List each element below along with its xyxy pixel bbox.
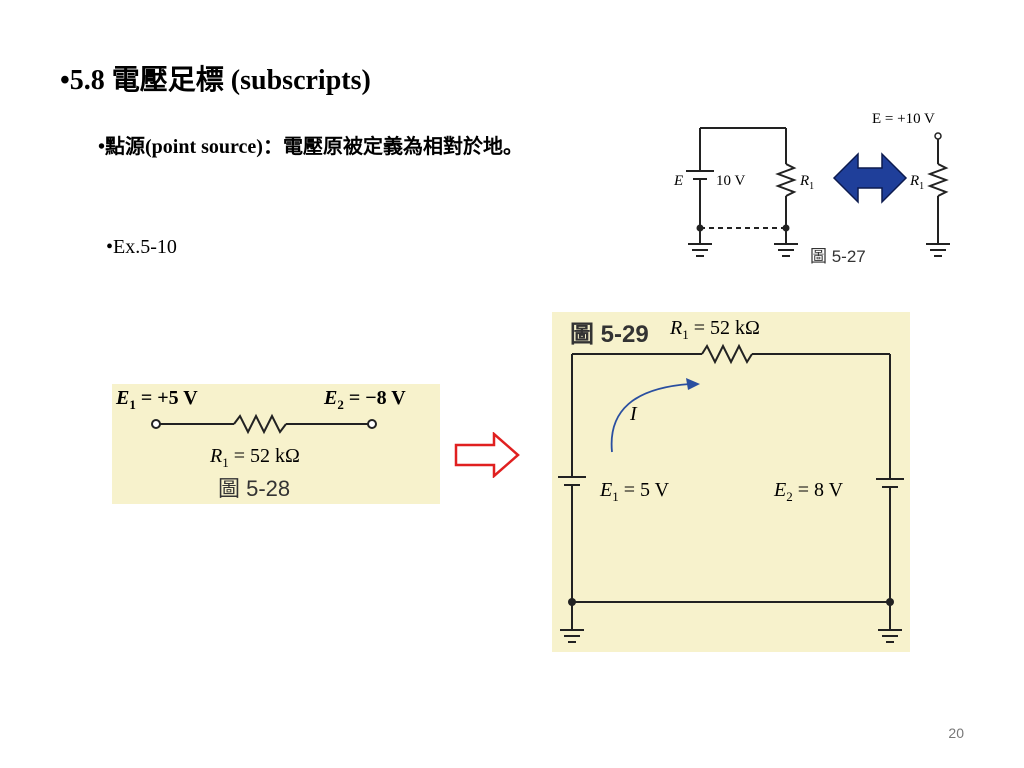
- fig28-label: 圖 5-28: [218, 476, 290, 501]
- fig28-e1: E1 = +5 V: [115, 387, 198, 412]
- fig27-resistor-left: R1: [799, 173, 814, 192]
- fig29-e1: E1 = 5 V: [599, 479, 670, 504]
- page-number: 20: [948, 725, 964, 741]
- fig27-source-label: E: [673, 173, 683, 189]
- fig27-label: 圖 5-27: [810, 247, 866, 266]
- fig29-e2: E2 = 8 V: [773, 479, 844, 504]
- fig29-r1: R1 = 52 kΩ: [669, 317, 760, 342]
- figure-5-28: E1 = +5 V E2 = −8 V R1 = 52 kΩ 圖 5-28: [112, 384, 440, 504]
- bullet-example: •Ex.5-10: [106, 236, 177, 258]
- fig27-battery-value: 10 V: [716, 173, 745, 189]
- fig29-label: 圖 5-29: [570, 321, 649, 348]
- figure-5-27: E 10 V R1 E = +10 V R1 圖 5-27: [673, 111, 950, 266]
- double-arrow-icon: [832, 152, 908, 204]
- right-arrow-icon: [454, 432, 520, 478]
- fig28-r1: R1 = 52 kΩ: [209, 445, 300, 470]
- fig29-current-label: I: [629, 403, 638, 425]
- bullet-point-source: •點源(point source)：電壓原被定義為相對於地。: [98, 136, 523, 158]
- slide-title: •5.8 電壓足標 (subscripts): [60, 65, 371, 96]
- fig28-e2: E2 = −8 V: [323, 387, 406, 412]
- fig27-resistor-right: R1: [909, 173, 924, 192]
- fig27-point-source-value: E = +10 V: [872, 111, 935, 127]
- figure-5-29: I 圖 5-29 R1 = 52 kΩ E1 = 5 V E2 = 8 V: [552, 312, 910, 652]
